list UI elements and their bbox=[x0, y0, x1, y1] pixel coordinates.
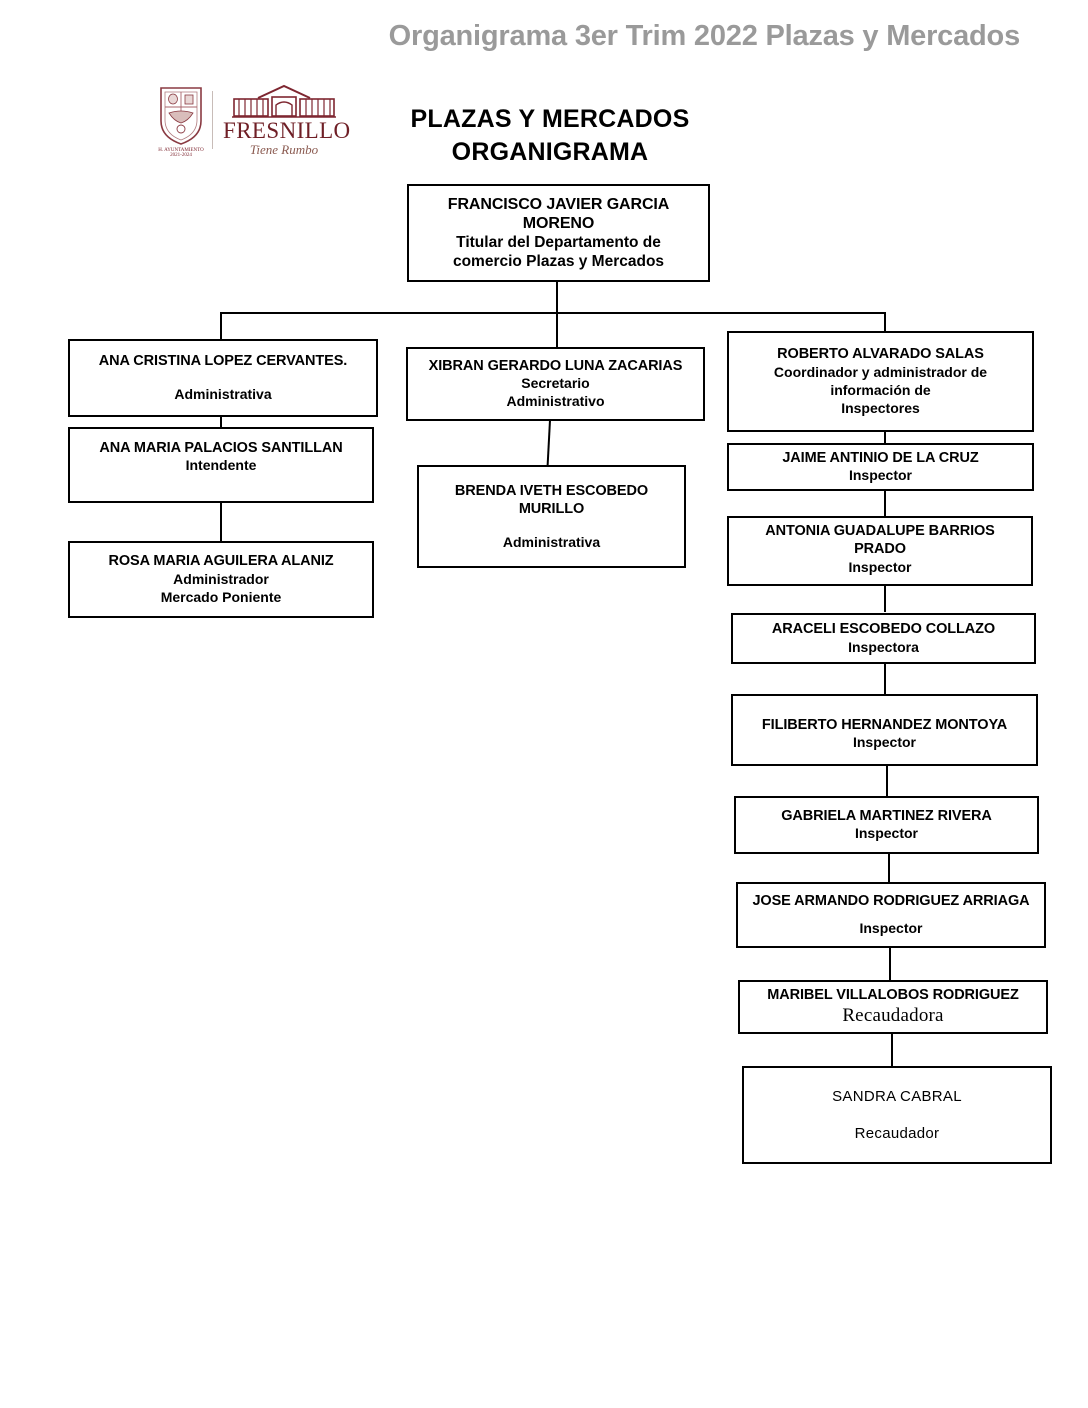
connector-xibran-to-brenda bbox=[546, 420, 551, 469]
connector-to-ana-cristina bbox=[220, 312, 222, 340]
node-role: Inspector bbox=[848, 558, 912, 575]
document-title: Organigrama 3er Trim 2022 Plazas y Merca… bbox=[388, 20, 1021, 52]
node-name: ANA CRISTINA LOPEZ CERVANTES. bbox=[98, 353, 348, 370]
connector-ana-cristina-to-ana-maria bbox=[220, 408, 222, 430]
connector-root-stem bbox=[556, 281, 558, 357]
node-francisco-javier-garcia-moreno[interactable]: FRANCISCO JAVIER GARCIA MORENO Titular d… bbox=[407, 184, 710, 282]
chart-heading-line2: ORGANIGRAMA bbox=[451, 138, 649, 166]
node-name: ROSA MARIA AGUILERA ALANIZ bbox=[108, 553, 334, 570]
node-name: MARIBEL VILLALOBOS RODRIGUEZ bbox=[767, 986, 1019, 1003]
node-filiberto-hernandez-montoya[interactable]: FILIBERTO HERNANDEZ MONTOYA Inspector bbox=[731, 694, 1038, 766]
logo-wordmark: FRESNILLO bbox=[223, 118, 351, 143]
node-role: Administrador bbox=[173, 570, 269, 587]
node-role: Inspectora bbox=[848, 638, 919, 655]
node-xibran-gerardo-luna-zacarias[interactable]: XIBRAN GERARDO LUNA ZACARIAS Secretario … bbox=[406, 347, 705, 421]
node-role: Coordinador y administrador de bbox=[773, 363, 988, 380]
node-role-cont2: Inspectores bbox=[841, 399, 920, 416]
node-role-cont: Administrativo bbox=[506, 393, 605, 410]
node-name: XIBRAN GERARDO LUNA ZACARIAS bbox=[428, 357, 683, 374]
node-name-cont: MORENO bbox=[522, 215, 595, 233]
chart-heading-line1: PLAZAS Y MERCADOS bbox=[410, 105, 690, 133]
chart-heading: PLAZAS Y MERCADOS ORGANIGRAMA bbox=[374, 103, 726, 169]
node-role-cont: comercio Plazas y Mercados bbox=[452, 252, 665, 270]
connector-jose-armando-to-maribel bbox=[889, 948, 891, 980]
node-name: FILIBERTO HERNANDEZ MONTOYA bbox=[761, 716, 1008, 733]
market-arch-icon bbox=[223, 84, 345, 120]
municipal-crest-icon: H. AYUNTAMIENTO 2021-2024 bbox=[158, 85, 204, 158]
connector-level1-bus bbox=[220, 312, 886, 314]
connector-gabriela-to-jose-armando bbox=[888, 854, 890, 882]
node-name: SANDRA CABRAL bbox=[832, 1087, 962, 1105]
node-roberto-alvarado-salas[interactable]: ROBERTO ALVARADO SALAS Coordinador y adm… bbox=[727, 331, 1034, 432]
connector-araceli-to-filiberto bbox=[884, 664, 886, 694]
node-role: Administrativa bbox=[502, 533, 601, 550]
node-jaime-antinio-de-la-cruz[interactable]: JAIME ANTINIO DE LA CRUZ Inspector bbox=[727, 443, 1034, 491]
node-jose-armando-rodriguez-arriaga[interactable]: JOSE ARMANDO RODRIGUEZ ARRIAGA Inspector bbox=[736, 882, 1046, 948]
node-name: ARACELI ESCOBEDO COLLAZO bbox=[771, 621, 996, 638]
node-role: Inspector bbox=[852, 734, 916, 751]
fresnillo-logo: H. AYUNTAMIENTO 2021-2024 bbox=[158, 74, 358, 166]
node-name: GABRIELA MARTINEZ RIVERA bbox=[781, 807, 992, 824]
logo-tagline: Tiene Rumbo bbox=[249, 142, 319, 157]
crest-years: H. AYUNTAMIENTO 2021-2024 bbox=[158, 147, 204, 159]
connector-jaime-to-antonia bbox=[884, 490, 886, 516]
node-role: Administrativa bbox=[174, 385, 272, 402]
node-name: JAIME ANTINIO DE LA CRUZ bbox=[782, 449, 979, 466]
node-name: ANA MARIA PALACIOS SANTILLAN bbox=[99, 439, 343, 456]
node-role: Inspector bbox=[859, 920, 923, 937]
node-araceli-escobedo-collazo[interactable]: ARACELI ESCOBEDO COLLAZO Inspectora bbox=[731, 613, 1036, 664]
node-ana-maria-palacios-santillan[interactable]: ANA MARIA PALACIOS SANTILLAN Intendente bbox=[68, 427, 374, 503]
node-name-cont: MURILLO bbox=[518, 501, 585, 518]
node-role: Recaudadora bbox=[842, 1005, 944, 1027]
node-role: Recaudador bbox=[854, 1125, 940, 1142]
node-role: Inspector bbox=[848, 467, 912, 484]
node-name: BRENDA IVETH ESCOBEDO bbox=[454, 482, 649, 499]
node-name-cont: PRADO bbox=[854, 541, 906, 558]
node-rosa-maria-aguilera-alaniz[interactable]: ROSA MARIA AGUILERA ALANIZ Administrador… bbox=[68, 541, 374, 618]
node-gabriela-martinez-rivera[interactable]: GABRIELA MARTINEZ RIVERA Inspector bbox=[734, 796, 1039, 854]
node-role-cont: Mercado Poniente bbox=[160, 588, 282, 605]
node-name: FRANCISCO JAVIER GARCIA bbox=[447, 195, 670, 213]
connector-maribel-to-sandra bbox=[891, 1034, 893, 1066]
node-name: ROBERTO ALVARADO SALAS bbox=[777, 346, 984, 363]
node-brenda-iveth-escobedo-murillo[interactable]: BRENDA IVETH ESCOBEDO MURILLO Administra… bbox=[417, 465, 686, 568]
node-sandra-cabral[interactable]: SANDRA CABRAL Recaudador bbox=[742, 1066, 1052, 1164]
node-role: Titular del Departamento de bbox=[456, 233, 661, 251]
node-role: Secretario bbox=[521, 375, 590, 392]
logo-divider bbox=[212, 91, 213, 149]
connector-to-roberto bbox=[884, 312, 886, 331]
connector-antonia-to-araceli bbox=[884, 586, 886, 612]
connector-filiberto-to-gabriela bbox=[886, 766, 888, 796]
node-name: ANTONIA GUADALUPE BARRIOS bbox=[765, 522, 995, 539]
connector-roberto-to-jaime bbox=[884, 432, 886, 444]
node-antonia-guadalupe-barrios-prado[interactable]: ANTONIA GUADALUPE BARRIOS PRADO Inspecto… bbox=[727, 516, 1033, 586]
node-role: Inspector bbox=[854, 825, 918, 842]
node-ana-cristina-lopez-cervantes[interactable]: ANA CRISTINA LOPEZ CERVANTES. Administra… bbox=[68, 339, 378, 417]
node-role: Intendente bbox=[185, 457, 257, 474]
node-maribel-villalobos-rodriguez[interactable]: MARIBEL VILLALOBOS RODRIGUEZ Recaudadora bbox=[738, 980, 1048, 1034]
connector-ana-maria-to-rosa-maria bbox=[220, 500, 222, 542]
node-name: JOSE ARMANDO RODRIGUEZ ARRIAGA bbox=[752, 892, 1030, 909]
node-role-cont: información de bbox=[830, 381, 931, 398]
